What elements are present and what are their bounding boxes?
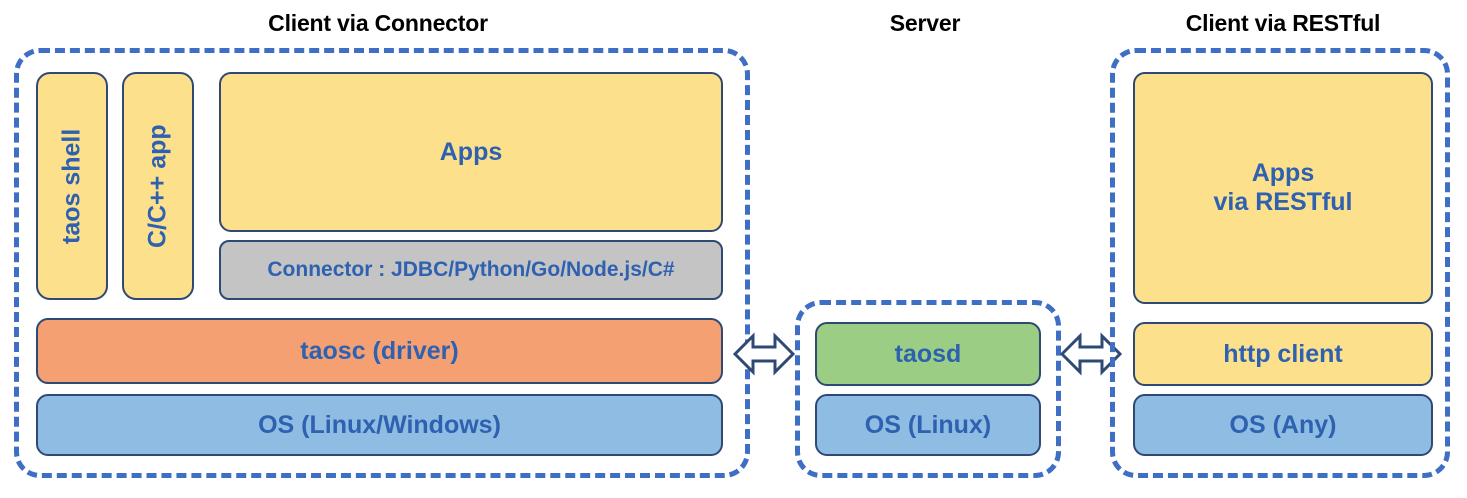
node-apps-via-restful-line1: Apps bbox=[1251, 159, 1315, 188]
node-apps-via-restful[interactable]: Apps via RESTful bbox=[1133, 72, 1433, 304]
node-connector[interactable]: Connector : JDBC/Python/Go/Node.js/C# bbox=[219, 240, 723, 300]
node-taos-shell[interactable]: taos shell bbox=[36, 72, 108, 300]
group-client-via-connector bbox=[14, 48, 750, 478]
node-apps-via-restful-line2: via RESTful bbox=[1213, 188, 1353, 216]
group-client-via-restful bbox=[1110, 48, 1450, 478]
node-taosc-driver[interactable]: taosc (driver) bbox=[36, 318, 723, 384]
double-headed-arrow-icon-left bbox=[733, 330, 795, 378]
node-c-cpp-app[interactable]: C/C++ app bbox=[122, 72, 194, 300]
title-client-via-connector: Client via Connector bbox=[268, 10, 488, 36]
title-client-via-restful: Client via RESTful bbox=[1185, 10, 1381, 36]
node-taosd[interactable]: taosd bbox=[815, 322, 1041, 386]
group-server bbox=[795, 300, 1061, 478]
node-os-linux-windows[interactable]: OS (Linux/Windows) bbox=[36, 394, 723, 456]
title-server: Server bbox=[889, 10, 961, 36]
node-apps[interactable]: Apps bbox=[219, 72, 723, 232]
node-http-client[interactable]: http client bbox=[1133, 322, 1433, 386]
node-os-linux[interactable]: OS (Linux) bbox=[815, 394, 1041, 456]
double-headed-arrow-icon-right bbox=[1060, 330, 1122, 378]
node-os-any[interactable]: OS (Any) bbox=[1133, 394, 1433, 456]
